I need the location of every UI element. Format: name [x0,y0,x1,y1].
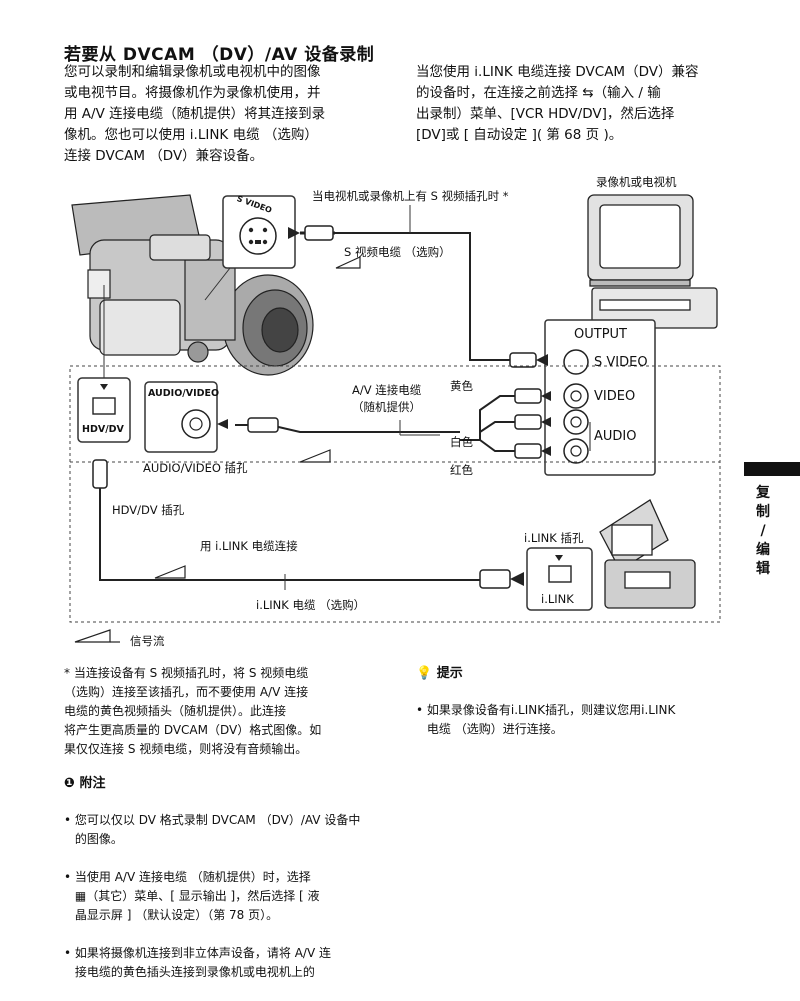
tip-item: • 如果录像设备有i.LINK插孔，则建议您用i.LINK 电缆 （选购）进行连… [416,703,676,736]
svideo-cable-label: S 视频电缆 （选购） [344,245,451,259]
output-label: OUTPUT [574,327,627,342]
output-video-label: VIDEO [594,389,636,404]
section-tab-label: 复 制 / 编 辑 [756,485,770,577]
white-plug-label: 白色 [450,435,473,449]
ilink-box-label: i.LINK [541,592,574,606]
note-item: • 您可以仅以 DV 格式录制 DVCAM （DV）/AV 设备中 的图像。 [64,813,361,846]
svideo-note: 当电视机或录像机上有 S 视频插孔时 * [312,189,509,203]
output-svideo-label: S VIDEO [594,355,648,370]
section-tab-marker [744,462,800,476]
ilink-connect-label: 用 i.LINK 电缆连接 [200,539,298,553]
connection-diagram [69,194,721,643]
tip-list: • 如果录像设备有i.LINK插孔，则建议您用i.LINK 电缆 （选购）进行连… [416,682,736,758]
note-item: • 当使用 A/V 连接电缆 （随机提供）时，选择 ▦（其它）菜单、[ 显示输出… [64,870,320,922]
lightbulb-icon: 💡 [416,666,433,681]
note-title: 附注 [79,776,106,791]
note-icon: ❶ [64,776,76,791]
yellow-plug-label: 黄色 [450,379,473,393]
intro-left: 您可以录制和编辑录像机或电视机中的图像 或电视节目。将摄像机作为录像机使用，并 … [64,64,326,164]
output-audio-label: AUDIO [594,429,637,444]
tip-heading: 💡 提示 [416,662,463,681]
footnote: * 当连接设备有 S 视频插孔时，将 S 视频电缆 （选购）连接至该插孔，而不要… [64,666,322,756]
audio-video-box-label: AUDIO/VIDEO [148,388,220,399]
ilink-jack-label: i.LINK 插孔 [524,531,584,545]
av-cable-label-1: A/V 连接电缆 [352,383,422,397]
tip-title: 提示 [436,666,463,681]
hdvdv-box-label: HDV/DV [82,424,124,435]
page-title: 若要从 DVCAM （DV）/AV 设备录制 [64,45,375,65]
ilink-cable-label: i.LINK 电缆 （选购） [256,598,366,612]
dv-recorder-illustration [599,499,696,609]
vcr-tv-label: 录像机或电视机 [596,175,677,189]
camcorder-illustration [71,194,314,376]
av-cable-label-2: （随机提供） [352,400,421,414]
note-heading: ❶ 附注 [64,772,106,791]
signal-flow-label: 信号流 [130,634,165,648]
audio-video-jack-label: AUDIO/VIDEO 插孔 [143,461,248,475]
intro-right: 当您使用 i.LINK 电缆连接 DVCAM（DV）兼容 的设备时，在连接之前选… [416,64,699,143]
hdvdv-jack-label: HDV/DV 插孔 [112,503,185,517]
note-item: • 如果将摄像机连接到非立体声设备，请将 A/V 连 接电缆的黄色插头连接到录像… [64,946,331,979]
tv-illustration [587,194,718,329]
red-plug-label: 红色 [450,463,473,477]
note-list: • 您可以仅以 DV 格式录制 DVCAM （DV）/AV 设备中 的图像。 •… [64,792,394,1001]
